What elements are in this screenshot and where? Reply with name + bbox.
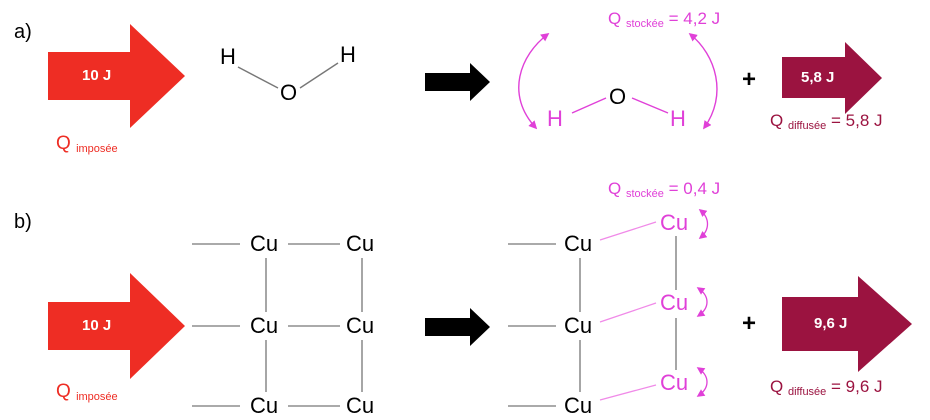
q-imposee-a: Q imposée [56, 133, 118, 155]
q-imposee-b: Q imposée [56, 381, 118, 403]
input-arrow-a-label: 10 J [82, 67, 112, 84]
q-diffusee-a: Q diffusée = 5,8 J [770, 111, 883, 132]
cu-after-r3c1: Cu [564, 393, 593, 418]
bond-a-after-left [571, 97, 607, 114]
cu-before-r3c2: Cu [346, 393, 375, 418]
bond-a-after-right [631, 97, 669, 114]
input-arrow-a [48, 24, 185, 128]
cu-after-r1c1: Cu [564, 231, 593, 256]
process-arrow-a [425, 63, 490, 101]
q-stockee-a: Q stockée = 4,2 J [608, 9, 721, 30]
output-arrow-a-label: 5,8 J [801, 69, 835, 86]
bond-a-before-right [299, 62, 339, 89]
plus-a: + [742, 66, 757, 93]
q-stockee-b: Q stockée = 0,4 J [608, 179, 721, 200]
cu-after-r2c2: Cu [660, 290, 689, 315]
atom-a-before-h-right: H [340, 42, 356, 67]
plus-b: + [742, 310, 757, 337]
cu-after-r2c1: Cu [564, 313, 593, 338]
panel-b-label: b) [14, 211, 32, 233]
atom-a-before-h-left: H [220, 44, 236, 69]
q-diffusee-b: Q diffusée = 9,6 J [770, 377, 883, 398]
atom-a-before-o: O [280, 80, 298, 105]
atom-a-after-h-right: H [670, 106, 686, 131]
cu-after-r1c2: Cu [660, 210, 689, 235]
input-arrow-b [48, 273, 185, 379]
output-arrow-b [782, 276, 912, 372]
process-arrow-b [425, 308, 490, 346]
cu-before-r1c1: Cu [250, 231, 279, 256]
output-arrow-b-label: 9,6 J [814, 315, 848, 332]
input-arrow-b-label: 10 J [82, 317, 112, 334]
output-arrow-a [782, 42, 882, 114]
vibration-arc-b-mid [696, 287, 708, 317]
vibration-arc-b-bottom [696, 367, 708, 397]
vibration-arc-a-right [688, 32, 718, 130]
vibration-arc-a-left [518, 32, 550, 130]
atom-a-after-o: O [609, 84, 627, 109]
vibration-arc-b-top [698, 209, 709, 239]
cu-before-r2c2: Cu [346, 313, 375, 338]
cu-after-r3c2: Cu [660, 370, 689, 395]
lattice-after-bonds [508, 221, 677, 407]
lattice-bonds [192, 243, 363, 407]
panel-a-label: a) [14, 21, 32, 43]
cu-before-r2c1: Cu [250, 313, 279, 338]
cu-before-r3c1: Cu [250, 393, 279, 418]
atom-a-after-h-left: H [547, 106, 563, 131]
bond-a-before-left [237, 66, 279, 89]
cu-before-r1c2: Cu [346, 231, 375, 256]
